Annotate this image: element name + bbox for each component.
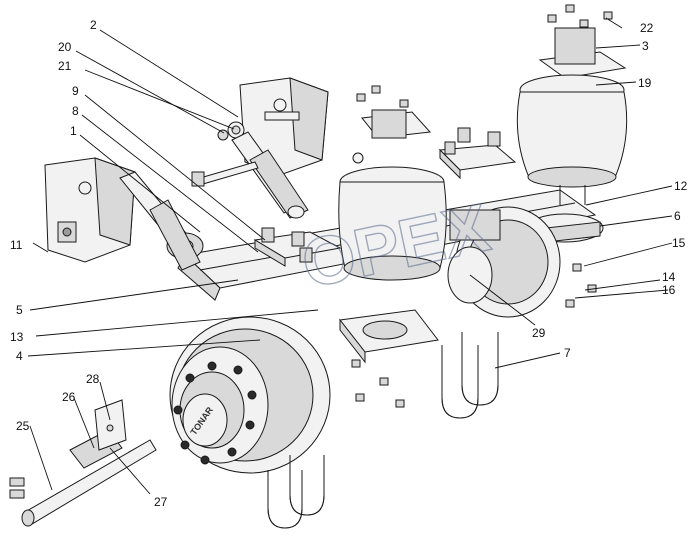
callout-29: 29 xyxy=(532,326,546,340)
callout-labels: 2 20 21 9 8 1 11 5 13 4 28 26 25 27 22 3… xyxy=(10,18,688,509)
callout-14: 14 xyxy=(662,270,676,284)
left-u-bolts xyxy=(267,455,325,529)
right-shock-absorber xyxy=(227,121,309,219)
hardware-nuts xyxy=(351,4,613,408)
callout-27: 27 xyxy=(154,495,168,509)
callout-3: 3 xyxy=(642,39,649,53)
callout-22: 22 xyxy=(640,21,654,35)
callout-6: 6 xyxy=(674,209,681,223)
leader-lines xyxy=(27,17,673,495)
callout-26: 26 xyxy=(62,390,76,404)
callout-15: 15 xyxy=(672,236,686,250)
callout-12: 12 xyxy=(674,179,688,193)
callout-9: 9 xyxy=(72,84,79,98)
hub-studs xyxy=(173,361,257,465)
mounting-bolt xyxy=(191,129,259,187)
callout-8: 8 xyxy=(72,104,79,118)
callout-7: 7 xyxy=(564,346,571,360)
right-air-spring xyxy=(516,27,628,205)
brake-pipe-assembly xyxy=(9,399,157,527)
callout-19: 19 xyxy=(638,76,652,90)
callout-28: 28 xyxy=(86,372,100,386)
callout-4: 4 xyxy=(16,349,23,363)
left-hanger-bracket xyxy=(44,157,136,263)
left-air-spring xyxy=(338,109,447,281)
callout-13: 13 xyxy=(10,330,24,344)
callout-11: 11 xyxy=(10,238,23,252)
callout-20: 20 xyxy=(58,40,72,54)
right-axle-seat xyxy=(438,127,517,180)
left-shock-absorber xyxy=(119,171,204,271)
callout-5: 5 xyxy=(16,303,23,317)
callout-21: 21 xyxy=(58,59,72,73)
right-hanger-bracket xyxy=(239,77,329,176)
callout-25: 25 xyxy=(16,419,30,433)
right-u-bolts xyxy=(441,332,499,419)
left-axle-seat xyxy=(253,227,342,267)
center-seat-plate xyxy=(339,309,439,364)
right-brake-drum xyxy=(447,206,561,318)
callout-2: 2 xyxy=(90,18,97,32)
callout-16: 16 xyxy=(662,283,676,297)
callout-1: 1 xyxy=(70,124,77,138)
